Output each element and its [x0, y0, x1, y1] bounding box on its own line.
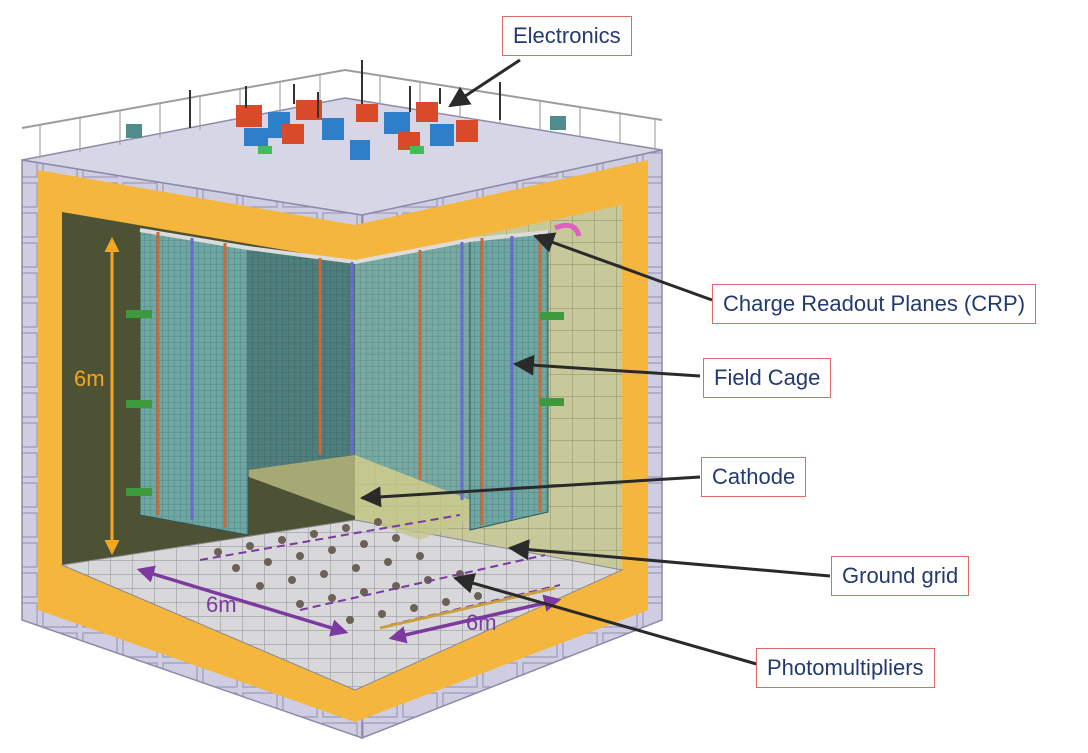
- cathode-leader: [359, 475, 701, 508]
- callout-crp: Charge Readout Planes (CRP): [712, 284, 1037, 324]
- cathode-plane: [230, 445, 540, 540]
- crp-top-edge: [139, 228, 549, 265]
- callout-cathode: Cathode: [701, 457, 807, 497]
- width-dimension-arrow: [388, 594, 562, 644]
- width-dimension-label: 6m: [466, 610, 497, 635]
- callout-field-cage-text: Field Cage: [714, 365, 821, 390]
- photomultipliers-leader: [452, 573, 761, 667]
- roof-railing: [21, 68, 663, 129]
- callout-photomultipliers: Photomultipliers: [756, 648, 935, 688]
- field-cage-back-panel: [248, 248, 355, 470]
- callout-photomultipliers-text: Photomultipliers: [767, 655, 924, 680]
- callout-field-cage: Field Cage: [703, 358, 832, 398]
- crp-leader: [533, 232, 713, 302]
- height-dimension-label: 6m: [74, 366, 105, 391]
- callout-crp-text: Charge Readout Planes (CRP): [723, 291, 1026, 316]
- ground-grid-leader: [507, 539, 831, 578]
- callout-ground-grid-text: Ground grid: [842, 563, 959, 588]
- electronics-racks: [126, 60, 566, 160]
- callout-cathode-text: Cathode: [712, 464, 796, 489]
- pipe: [554, 222, 582, 237]
- callout-electronics: Electronics: [502, 16, 632, 56]
- depth-dimension-label: 6m: [206, 592, 237, 617]
- callout-electronics-text: Electronics: [513, 23, 621, 48]
- field-cage-leader: [512, 354, 701, 378]
- depth-dimension-arrow: [136, 565, 349, 637]
- field-cage-rear-right-panel: [355, 240, 470, 500]
- callout-ground-grid: Ground grid: [831, 556, 970, 596]
- field-cage-left-panel: [139, 229, 249, 536]
- electronics-leader: [448, 58, 521, 108]
